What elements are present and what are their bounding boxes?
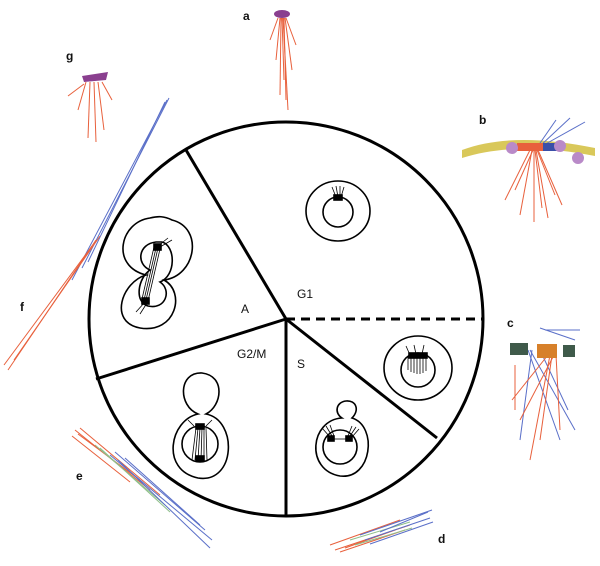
s-early-cell-wall <box>383 335 453 401</box>
panel-a-image <box>269 10 297 111</box>
panel-letter-d: d <box>438 532 445 546</box>
phase-label-s: S <box>297 357 305 371</box>
panel-b-spb-red <box>517 143 543 151</box>
s-budding-cell <box>315 400 369 477</box>
phase-label-g2m: G2/M <box>237 347 266 361</box>
s-early-microtubules <box>405 344 427 374</box>
phase-label-a: A <box>241 302 249 316</box>
s-early-cell <box>383 335 453 401</box>
panel-letter-e: e <box>76 469 83 483</box>
anaphase-cell <box>120 215 194 330</box>
panel-g-spb <box>82 72 108 82</box>
panel-g-image <box>67 72 113 143</box>
panel-c-spb-right <box>563 345 575 357</box>
panel-letter-b: b <box>479 113 486 127</box>
anaphase-cell-wall <box>120 215 194 330</box>
panel-b-kinetochore-left <box>506 142 518 154</box>
panel-b-kinetochore-mid <box>554 140 566 152</box>
anaphase-spindle <box>135 237 173 315</box>
panel-f-image <box>3 97 170 371</box>
panel-letter-g: g <box>66 49 73 63</box>
g2m-spindle <box>187 419 213 461</box>
panel-a-spb <box>274 10 290 18</box>
g2m-cell <box>172 372 230 479</box>
g2m-spb-bottom <box>195 455 205 462</box>
divider-s-late <box>285 317 438 440</box>
panel-c-spb-center <box>537 344 557 358</box>
anaphase-spb-bottom <box>141 297 150 305</box>
anaphase-nucleus <box>138 241 174 308</box>
cell-cycle-wheel <box>87 120 485 518</box>
panel-b-spb-blue <box>543 143 563 151</box>
phase-label-g1: G1 <box>297 287 313 301</box>
divider-a-g1 <box>184 149 288 320</box>
g2m-cell-wall <box>172 372 230 479</box>
panel-letter-f: f <box>20 300 25 314</box>
s-early-spb <box>408 352 428 359</box>
s-budding-nucleus <box>322 429 358 465</box>
s-budding-spb-left <box>327 435 335 442</box>
g1-microtubules <box>331 185 345 198</box>
panel-c-image <box>510 327 580 461</box>
panel-b-image <box>462 117 595 222</box>
s-budding-spb-right <box>345 435 353 442</box>
g1-nucleus <box>322 196 354 228</box>
panel-e-image <box>71 427 213 549</box>
panel-b-kinetochore-right <box>572 152 584 164</box>
g1-cell-wall <box>305 180 371 242</box>
panel-c-spb-left <box>510 343 528 355</box>
s-budding-cell-wall <box>315 400 369 477</box>
s-budding-microtubules <box>321 424 360 440</box>
divider-a-g2m <box>95 317 287 381</box>
panel-d-image <box>329 509 434 553</box>
panel-letter-a: a <box>243 9 250 23</box>
panel-letter-c: c <box>507 316 514 330</box>
g1-cell <box>305 180 371 242</box>
